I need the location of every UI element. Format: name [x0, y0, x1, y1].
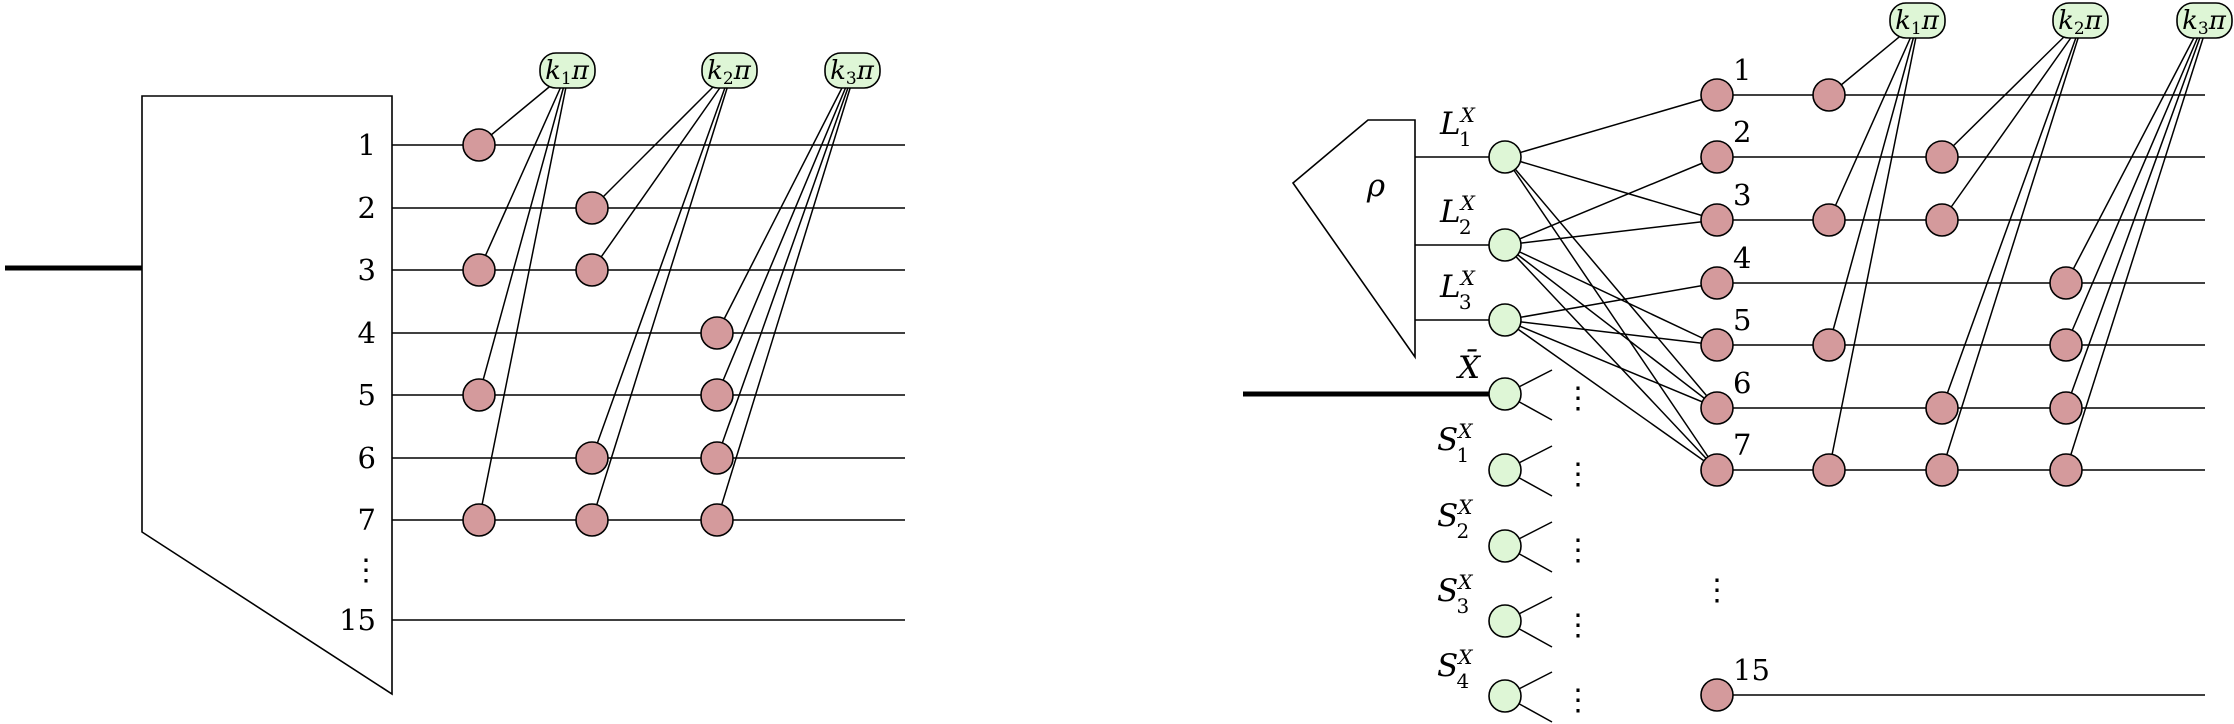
right-phase-node-k2: k2π	[2052, 2, 2109, 39]
left-phase-node-k2: k2π	[701, 52, 758, 89]
xbar-label: X̄	[1456, 348, 1482, 386]
left-phase-node-k1: k1π	[539, 52, 596, 89]
left-spider	[700, 378, 734, 412]
left-diagram: 1 2 3 4 5 6 7 ⋮ 15	[5, 52, 905, 696]
left-spider	[575, 191, 609, 225]
left-qubit-label-5: 5	[358, 378, 376, 412]
right-phase-edges	[1828, 27, 2206, 471]
right-qubit-wires	[1717, 94, 2205, 696]
stabilizer-spider-2	[1488, 529, 1522, 563]
x-spiders	[1488, 140, 1522, 713]
left-spider	[462, 128, 496, 162]
svg-text:3: 3	[1733, 178, 1751, 212]
svg-text:7: 7	[1733, 428, 1751, 462]
svg-text:k1π: k1π	[1895, 6, 1940, 39]
logical-spider-3	[1488, 303, 1522, 337]
left-spider	[575, 253, 609, 287]
left-spider	[462, 253, 496, 287]
svg-text:4: 4	[1733, 241, 1751, 275]
svg-text:⋮: ⋮	[1563, 533, 1593, 568]
left-qubit-label-3: 3	[358, 253, 376, 287]
left-vdots: ⋮	[351, 553, 381, 588]
left-qubit-label-15: 15	[339, 603, 376, 637]
left-spider	[575, 441, 609, 475]
logical-spider-2	[1488, 228, 1522, 262]
left-spider	[700, 316, 734, 350]
encoding-edges	[1504, 94, 1718, 471]
stabilizer-spider-1	[1488, 453, 1522, 487]
right-phase-node-k1: k1π	[1889, 2, 1946, 39]
svg-text:6: 6	[1733, 366, 1751, 400]
svg-text:5: 5	[1733, 303, 1751, 337]
logical-spider-1	[1488, 140, 1522, 174]
svg-text:1: 1	[1733, 53, 1751, 87]
right-phase-node-k3: k3π	[2176, 2, 2233, 39]
svg-text:⋮: ⋮	[1563, 683, 1593, 718]
left-qubit-label-1: 1	[358, 128, 376, 162]
left-spider	[462, 503, 496, 537]
rho-label: ρ	[1366, 168, 1385, 204]
xbar-spider	[1488, 377, 1522, 411]
left-spider	[700, 503, 734, 537]
left-qubit-label-2: 2	[358, 191, 376, 225]
stabilizer-spider-3	[1488, 604, 1522, 638]
left-phase-edges	[478, 77, 853, 521]
svg-text:k3π: k3π	[830, 56, 875, 89]
right-phase-spiders	[1812, 78, 2083, 487]
svg-text:k1π: k1π	[545, 56, 590, 89]
left-encoder-box	[141, 95, 393, 696]
left-spider	[575, 503, 609, 537]
svg-text:⋮: ⋮	[1563, 608, 1593, 643]
left-qubit-label-6: 6	[358, 441, 376, 475]
left-spider	[462, 378, 496, 412]
left-qubit-labels: 1 2 3 4 5 6 7 ⋮ 15	[339, 128, 381, 637]
svg-text:k2π: k2π	[707, 56, 752, 89]
left-z-spiders	[462, 128, 734, 537]
svg-text:⋮: ⋮	[1702, 573, 1732, 608]
svg-text:k3π: k3π	[2182, 6, 2227, 39]
right-vdots: ⋮ ⋮ ⋮ ⋮ ⋮ ⋮	[1563, 381, 1732, 718]
left-spider	[700, 441, 734, 475]
svg-text:⋮: ⋮	[1563, 381, 1593, 416]
right-qubit-spiders	[1700, 78, 1734, 712]
stabilizer-spider-4	[1488, 679, 1522, 713]
svg-text:⋮: ⋮	[1563, 457, 1593, 492]
svg-text:2: 2	[1733, 115, 1751, 149]
right-qubit-labels: 1 2 3 4 5 6 7 15	[1733, 53, 1770, 687]
svg-text:15: 15	[1733, 653, 1770, 687]
left-qubit-label-7: 7	[358, 503, 376, 537]
svg-text:k2π: k2π	[2058, 6, 2103, 39]
rho-state-box	[1291, 119, 1416, 360]
left-phase-node-k3: k3π	[824, 52, 881, 89]
left-qubit-label-4: 4	[358, 316, 376, 350]
